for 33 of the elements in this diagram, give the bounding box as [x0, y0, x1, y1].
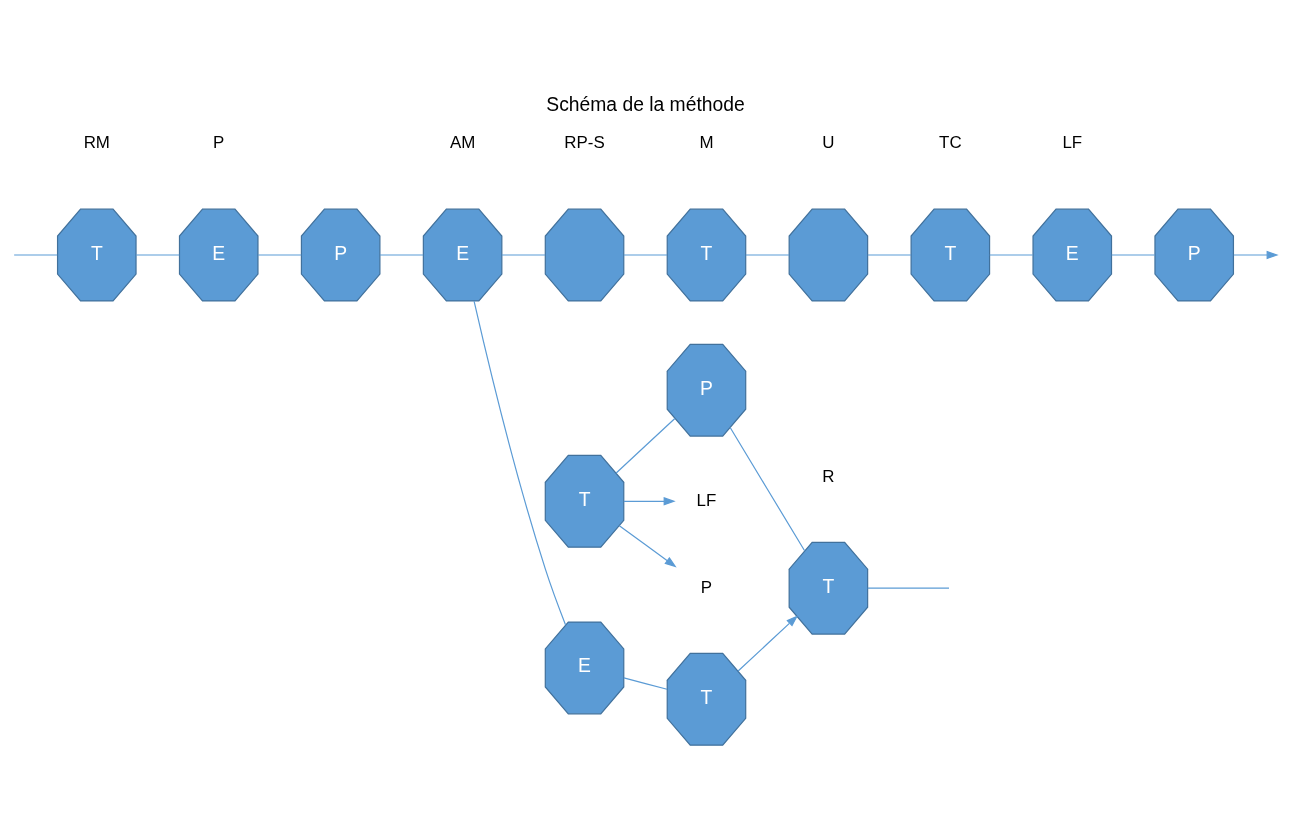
- connector: [623, 254, 668, 256]
- arrow: [1233, 250, 1279, 260]
- connector: [13, 254, 58, 256]
- connector: [473, 300, 567, 626]
- arrow: [737, 615, 799, 672]
- connector: [729, 426, 806, 552]
- node-label: RM: [83, 133, 110, 153]
- node-label: U: [822, 133, 835, 153]
- node-octagon: [788, 208, 869, 302]
- connector: [501, 254, 546, 256]
- connector: [257, 254, 302, 256]
- connector: [867, 587, 950, 589]
- connector: [135, 254, 180, 256]
- connector: [867, 254, 912, 256]
- connector: [1111, 254, 1156, 256]
- arrow: [618, 525, 677, 568]
- node-label: AM: [449, 133, 476, 153]
- connector: [615, 417, 676, 474]
- connector: [745, 254, 790, 256]
- node-octagon: [544, 208, 625, 302]
- node-label: M: [699, 133, 714, 153]
- node-label: TC: [939, 133, 962, 153]
- node-label: RP-S: [564, 133, 605, 153]
- node-label: P: [213, 133, 225, 153]
- connector: [379, 254, 424, 256]
- diagram-title: Schéma de la méthode: [546, 94, 745, 116]
- node-text: LF: [696, 490, 717, 510]
- node-label: R: [822, 466, 835, 486]
- node-text: P: [700, 577, 713, 597]
- connector: [989, 254, 1034, 256]
- arrow: [623, 497, 676, 506]
- node-label: LF: [1062, 133, 1083, 153]
- connector: [623, 677, 668, 690]
